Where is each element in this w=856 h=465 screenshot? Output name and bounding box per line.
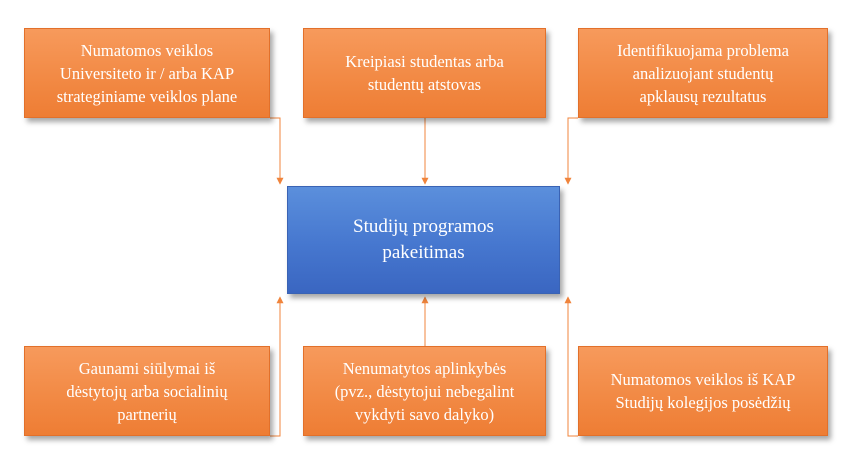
box-strategic-plan-activities-label: Numatomos veiklos Universiteto ir / arba… xyxy=(56,40,238,106)
box-unforeseen-circumstances: Nenumatytos aplinkybės (pvz., dėstytojui… xyxy=(303,346,546,436)
connector-top-right xyxy=(564,117,578,185)
box-partner-proposals-label: Gaunami siūlymai iš dėstytojų arba socia… xyxy=(66,358,228,424)
box-student-request: Kreipiasi studentas arba studentų atstov… xyxy=(303,28,546,118)
connector-bottom-right xyxy=(564,296,578,437)
box-student-request-label: Kreipiasi studentas arba studentų atstov… xyxy=(345,52,504,94)
box-survey-problem: Identifikuojama problema analizuojant st… xyxy=(578,28,828,118)
box-partner-proposals: Gaunami siūlymai iš dėstytojų arba socia… xyxy=(24,346,270,436)
box-unforeseen-circumstances-label: Nenumatytos aplinkybės (pvz., dėstytojui… xyxy=(334,358,515,424)
connector-top-left xyxy=(270,117,284,185)
center-box-label: Studijų programos pakeitimas xyxy=(353,216,494,263)
connector-bottom-left xyxy=(270,296,284,437)
box-kap-meetings: Numatomos veiklos iš KAP Studijų kolegij… xyxy=(578,346,828,436)
box-kap-meetings-label: Numatomos veiklos iš KAP Studijų kolegij… xyxy=(610,370,796,412)
box-strategic-plan-activities: Numatomos veiklos Universiteto ir / arba… xyxy=(24,28,270,118)
box-survey-problem-label: Identifikuojama problema analizuojant st… xyxy=(617,40,789,106)
center-box-program-change: Studijų programos pakeitimas xyxy=(287,186,560,294)
